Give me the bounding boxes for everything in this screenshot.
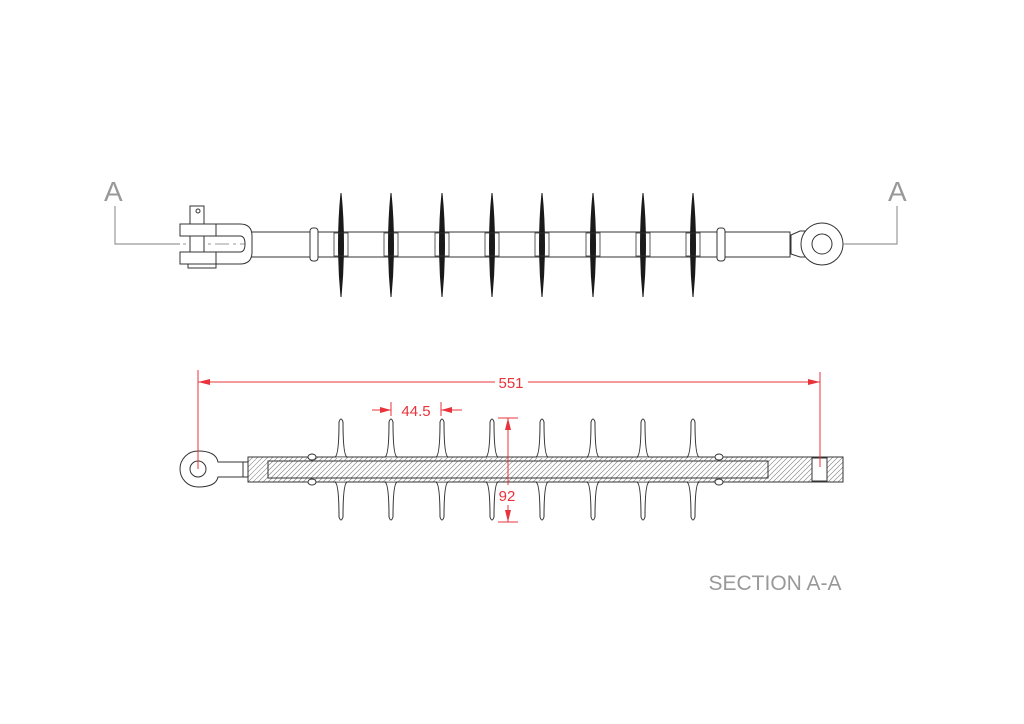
shed (434, 192, 450, 298)
overall-length-label: 551 (498, 375, 523, 392)
shed (685, 192, 701, 298)
section-mark-right: A (888, 176, 907, 207)
shed-section (384, 418, 398, 521)
insulator-elevation-view (179, 192, 844, 298)
shed-section (586, 418, 600, 521)
shed (383, 192, 399, 298)
ring-bump (307, 478, 317, 486)
ring-bump (307, 453, 317, 461)
section-title: SECTION A-A (708, 572, 841, 595)
shed (484, 192, 500, 298)
shed (635, 192, 651, 298)
shed (585, 192, 601, 298)
fiberglass-core (267, 460, 769, 479)
rod (249, 231, 791, 258)
shed (534, 192, 550, 298)
dimension-overall-length: 551 (197, 370, 821, 469)
grading-ring-right (716, 227, 726, 262)
clevis-fitting (179, 205, 253, 269)
grading-ring-left (309, 227, 319, 262)
ring-bump (714, 453, 724, 461)
shed-section (485, 418, 499, 521)
shed-section (535, 418, 549, 521)
eye-fitting (790, 222, 844, 266)
shed (333, 192, 349, 298)
eye-fitting-section (179, 450, 249, 488)
dimension-shed-diameter: 92 (498, 417, 518, 523)
shed-diameter-label: 92 (499, 488, 516, 505)
dimension-shed-spacing: 44.5 (372, 402, 462, 420)
shed-section (686, 418, 700, 521)
ring-bump (714, 478, 724, 486)
shed-section (435, 418, 449, 521)
shed-section (334, 418, 348, 521)
shed-spacing-label: 44.5 (401, 403, 430, 420)
section-mark-left: A (104, 176, 123, 207)
insulator-section-view (179, 418, 844, 521)
shed-section (636, 418, 650, 521)
